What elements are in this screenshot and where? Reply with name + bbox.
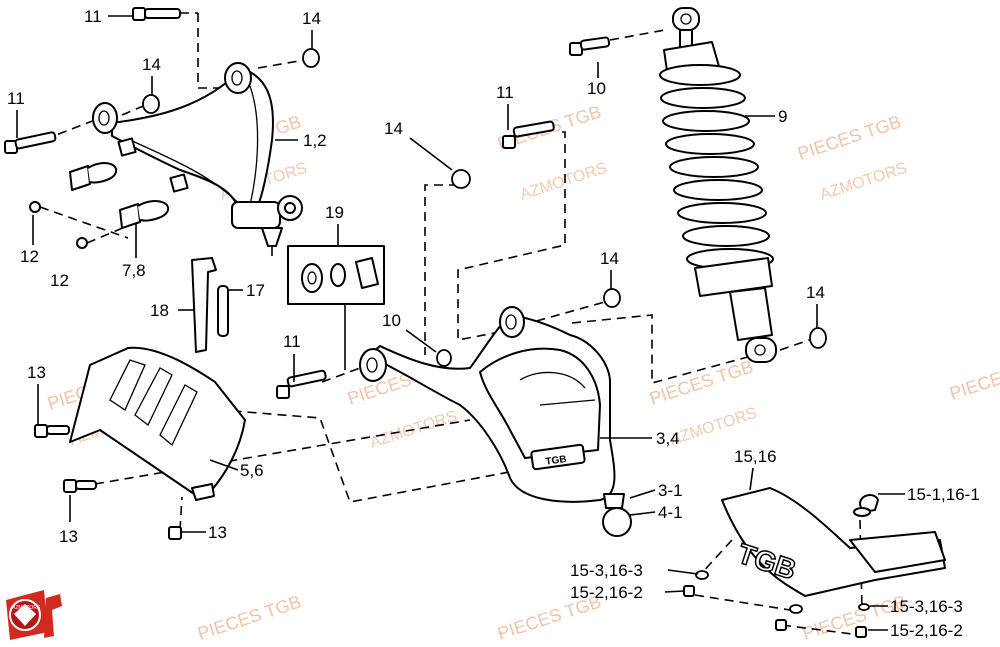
nuts	[142, 48, 827, 367]
callout-15-2-16-2-right: 15-2,16-2	[890, 621, 963, 640]
callout-14-arm: 14	[600, 249, 619, 268]
watermark-azmotors-2: AZMOTORS	[518, 160, 609, 204]
bolts	[4, 7, 611, 540]
watermark-azmotors-3: AZMOTORS	[818, 160, 909, 204]
callout-3-4: 3,4	[656, 429, 680, 448]
callout-3-1: 3-1	[658, 481, 683, 500]
callout-14-upper-arm: 14	[142, 55, 161, 74]
upper-a-arm	[92, 62, 303, 256]
arm-guard	[69, 346, 246, 501]
callout-1-2: 1,2	[303, 131, 327, 150]
skid-plate: TGB	[683, 487, 946, 638]
callouts: 11 14 14 11 1,2 12 12 7,8 19 18 17 14 11…	[7, 7, 980, 640]
callout-9: 9	[778, 107, 787, 126]
callout-11-middle: 11	[496, 83, 514, 102]
bushing-kit	[287, 245, 385, 305]
callout-4-1: 4-1	[658, 503, 683, 522]
callout-15-2-16-2-left: 15-2,16-2	[570, 583, 643, 602]
callout-15-16: 15,16	[734, 447, 777, 466]
callout-15-1-16-1: 15-1,16-1	[907, 485, 980, 504]
callout-10-top: 10	[587, 79, 606, 98]
callout-10-lower: 10	[382, 311, 401, 330]
hose-brackets	[69, 162, 170, 229]
callout-14-shock: 14	[806, 283, 825, 302]
azmotors-logo: AZMOTORS	[6, 590, 62, 640]
callout-13-lower: 13	[59, 527, 78, 546]
callout-7-8: 7,8	[122, 261, 146, 280]
callout-12-a: 12	[20, 247, 39, 266]
callout-18: 18	[150, 301, 169, 320]
callout-5-6: 5,6	[240, 461, 264, 480]
callout-17: 17	[246, 281, 265, 300]
callout-15-3-16-3-right: 15-3,16-3	[890, 597, 963, 616]
callout-13-upper: 13	[27, 363, 46, 382]
callout-13-bottom: 13	[208, 523, 227, 542]
watermark-pieces-6: PIECES TGB	[647, 357, 756, 409]
watermark-pieces-8: PIECES TGB	[195, 592, 304, 644]
watermark-azmotors-6: AZMOTORS	[668, 405, 759, 449]
lower-a-arm: TGB	[359, 306, 632, 537]
callout-11-left: 11	[7, 89, 25, 108]
bump-stops	[191, 257, 229, 353]
callout-14-top: 14	[302, 9, 321, 28]
logo-text: AZMOTORS	[12, 605, 41, 611]
callout-11-top: 11	[84, 7, 102, 26]
watermark-pieces-7: PIECES TGB	[947, 352, 1000, 404]
callout-14-middle: 14	[384, 119, 403, 138]
leader-lines	[16, 15, 905, 631]
arm-brand-label: TGB	[545, 454, 567, 468]
shock-absorber	[659, 7, 777, 363]
callout-11-lower: 11	[283, 332, 301, 351]
callout-15-3-16-3-left: 15-3,16-3	[570, 561, 643, 580]
watermark-pieces-3: PIECES TGB	[795, 112, 904, 164]
callout-19: 19	[325, 203, 344, 222]
callout-12-b: 12	[50, 271, 69, 290]
